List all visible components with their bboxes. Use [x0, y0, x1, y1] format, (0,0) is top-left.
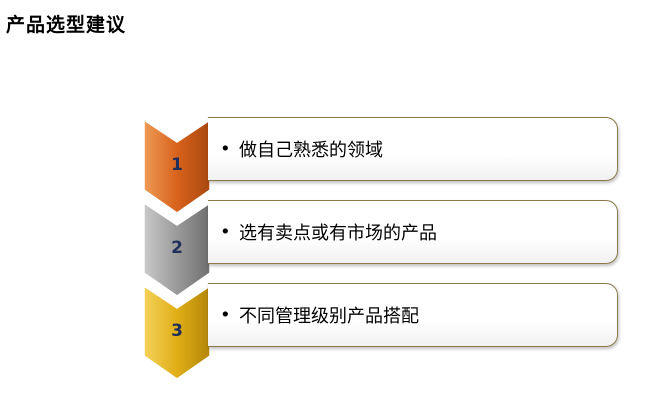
chevron-down-icon	[143, 284, 211, 380]
step-2-chevron	[142, 201, 212, 298]
page-title: 产品选型建议	[6, 14, 127, 36]
step-2-bullet: •	[220, 221, 231, 243]
step-1-box: • 做自己熟悉的领域	[208, 117, 618, 181]
step-2-number: 2	[171, 238, 183, 258]
step-1-text: 做自己熟悉的领域	[239, 140, 383, 161]
step-3-box: • 不同管理级别产品搭配	[208, 283, 618, 347]
step-1-number: 1	[171, 155, 183, 175]
step-1-bullet: •	[220, 138, 231, 160]
chevron-down-icon	[143, 201, 211, 297]
step-2-box: • 选有卖点或有市场的产品	[208, 200, 618, 264]
step-2-text: 选有卖点或有市场的产品	[239, 223, 437, 244]
chevron-down-icon	[143, 118, 211, 214]
step-3-chevron	[142, 284, 212, 381]
step-3-number: 3	[171, 321, 183, 341]
step-3-text: 不同管理级别产品搭配	[239, 306, 419, 327]
step-3-bullet: •	[220, 304, 231, 326]
step-1-chevron	[142, 118, 212, 215]
